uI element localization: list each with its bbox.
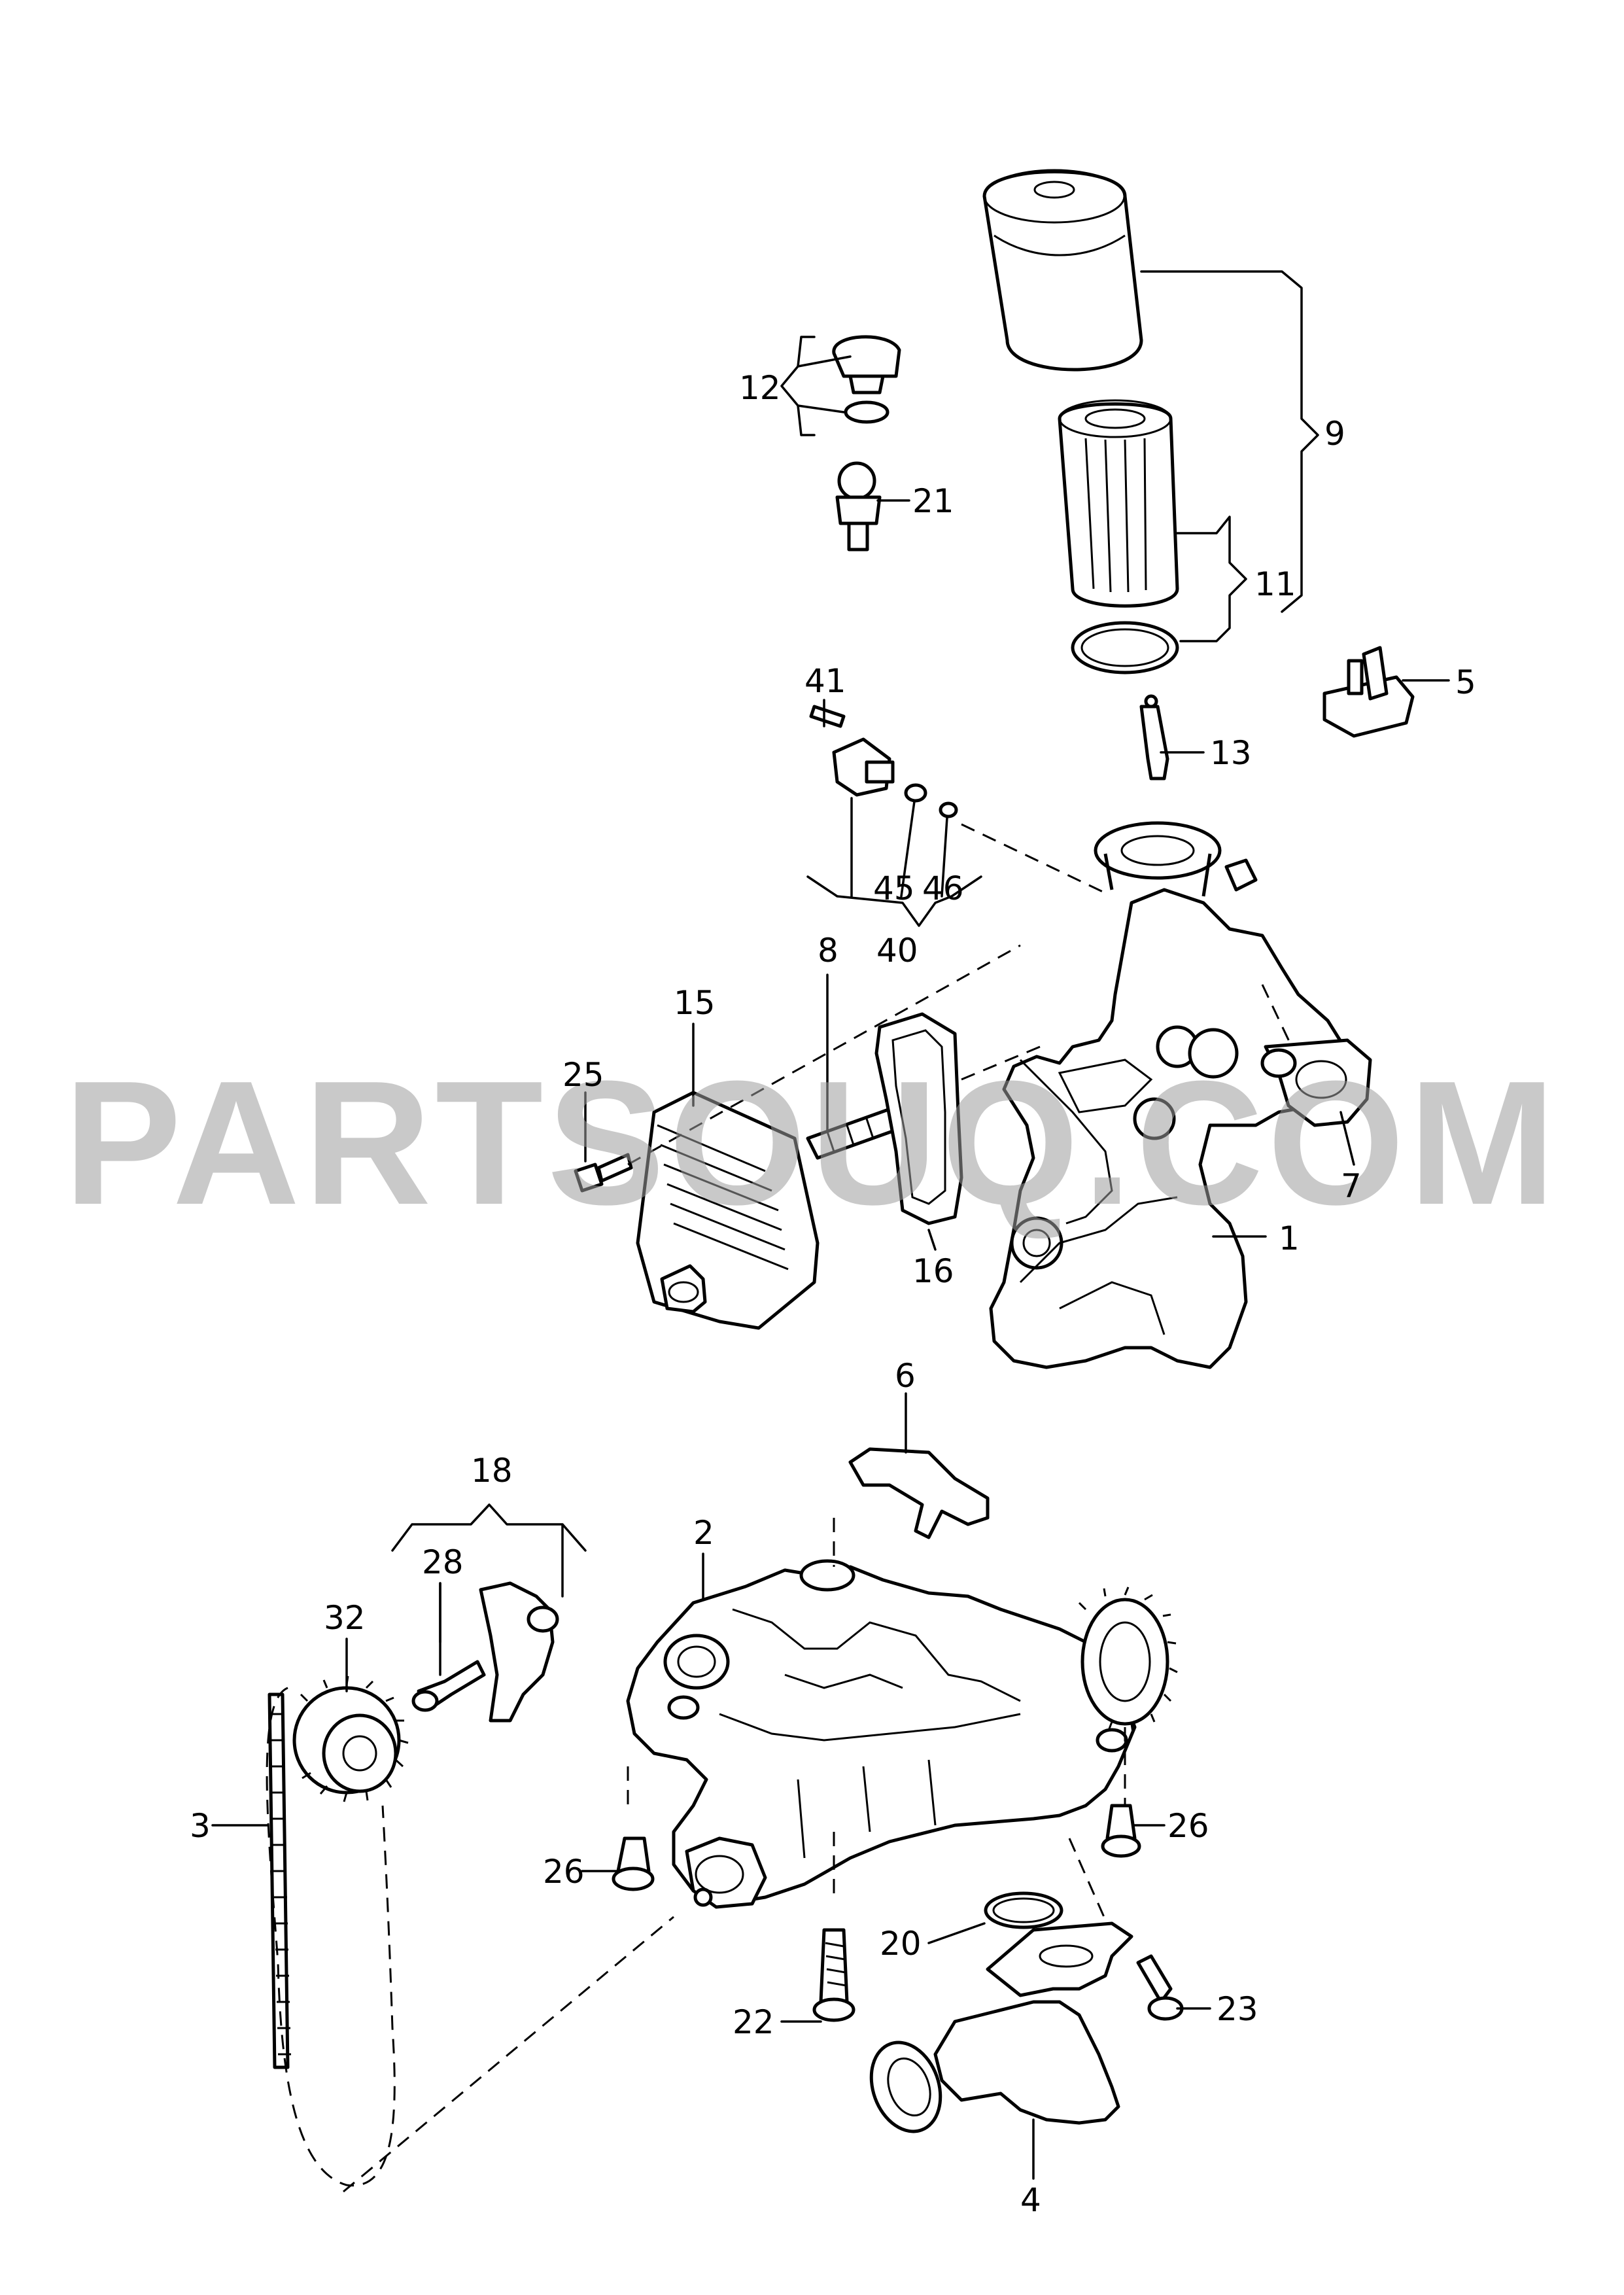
callout-9: 9 [1324,415,1345,453]
callout-18: 18 [471,1452,513,1490]
oil-cooler-part[interactable] [636,1091,820,1330]
callout-5: 5 [1455,663,1476,701]
leader-20 [927,1922,986,1944]
callout-16: 16 [912,1252,954,1290]
sprocket-32-part[interactable] [292,1675,409,1802]
alignment-line-seal [961,1045,1041,1081]
callout-20: 20 [880,1925,922,1963]
callout-15: 15 [674,984,716,1022]
callout-46: 46 [922,869,964,907]
oil-pump-body-part[interactable] [626,1559,1137,1909]
bolt-22-part[interactable] [812,1928,855,2022]
bolt-25-part[interactable] [574,1153,633,1193]
callout-25: 25 [562,1056,604,1094]
oil-filter-element-part[interactable] [1058,399,1179,608]
leader-16 [927,1229,937,1251]
callout-26-left: 26 [543,1853,585,1891]
alignment-line-gasket [1261,984,1293,1047]
callout-22: 22 [733,2003,774,2041]
valve-assembly-part[interactable] [809,705,958,818]
callout-23: 23 [1217,1990,1258,2028]
callout-6: 6 [895,1357,916,1395]
callout-28: 28 [422,1543,464,1581]
callout-26-right: 26 [1167,1807,1209,1845]
callout-3: 3 [190,1807,211,1845]
clip-5-part[interactable] [1322,646,1415,738]
sender-13-part[interactable] [1139,694,1169,780]
timing-chain-3-part[interactable] [268,1692,291,2069]
oil-filter-bracket-part[interactable] [954,661,1346,1369]
leader-9-bracket [1140,270,1319,613]
oil-pickup-pipe-4-part[interactable] [859,1921,1133,2141]
callout-13: 13 [1210,734,1252,772]
cap-part[interactable] [832,335,901,424]
callout-7: 7 [1341,1167,1362,1205]
leader-11-bracket [1176,516,1247,642]
bolt-26-left-part[interactable] [612,1836,655,1891]
leader-7 [1339,1111,1355,1166]
chain-path-left [266,1687,396,2187]
pump-drive-gear-part[interactable] [1078,1586,1178,1733]
callout-4: 4 [1020,2181,1041,2219]
baffle-6-part[interactable] [848,1447,990,1539]
oil-filter-housing-part[interactable] [982,169,1143,372]
callout-41: 41 [804,662,846,700]
callout-45: 45 [873,869,915,907]
tensioner-28-part[interactable] [411,1581,559,1723]
callout-11: 11 [1254,565,1296,603]
callout-40: 40 [876,932,918,970]
gasket-7-part[interactable] [1260,1038,1372,1127]
bolt-26-right-part[interactable] [1101,1804,1141,1858]
callout-12: 12 [739,369,781,407]
bolt-23-part[interactable] [1136,1954,1184,2021]
alignment-line-valve [961,823,1106,894]
watermark-text: PARTSOUQ.COM [64,1045,1560,1242]
seal-16-part[interactable] [874,1012,963,1225]
callout-32: 32 [324,1599,366,1637]
alignment-line-cooler [627,944,1021,1166]
chain-path-diagonal [343,1916,674,2193]
leader-40-bracket [806,797,982,927]
sensor-21-part[interactable] [835,461,882,552]
callout-21: 21 [912,482,954,520]
callout-8: 8 [818,932,838,970]
oring-20-part[interactable] [984,1891,1063,1929]
leader-12-bracket [780,336,852,436]
callout-2: 2 [693,1514,714,1552]
callout-1: 1 [1279,1219,1300,1257]
filter-sealing-ring-part[interactable] [1071,621,1179,674]
